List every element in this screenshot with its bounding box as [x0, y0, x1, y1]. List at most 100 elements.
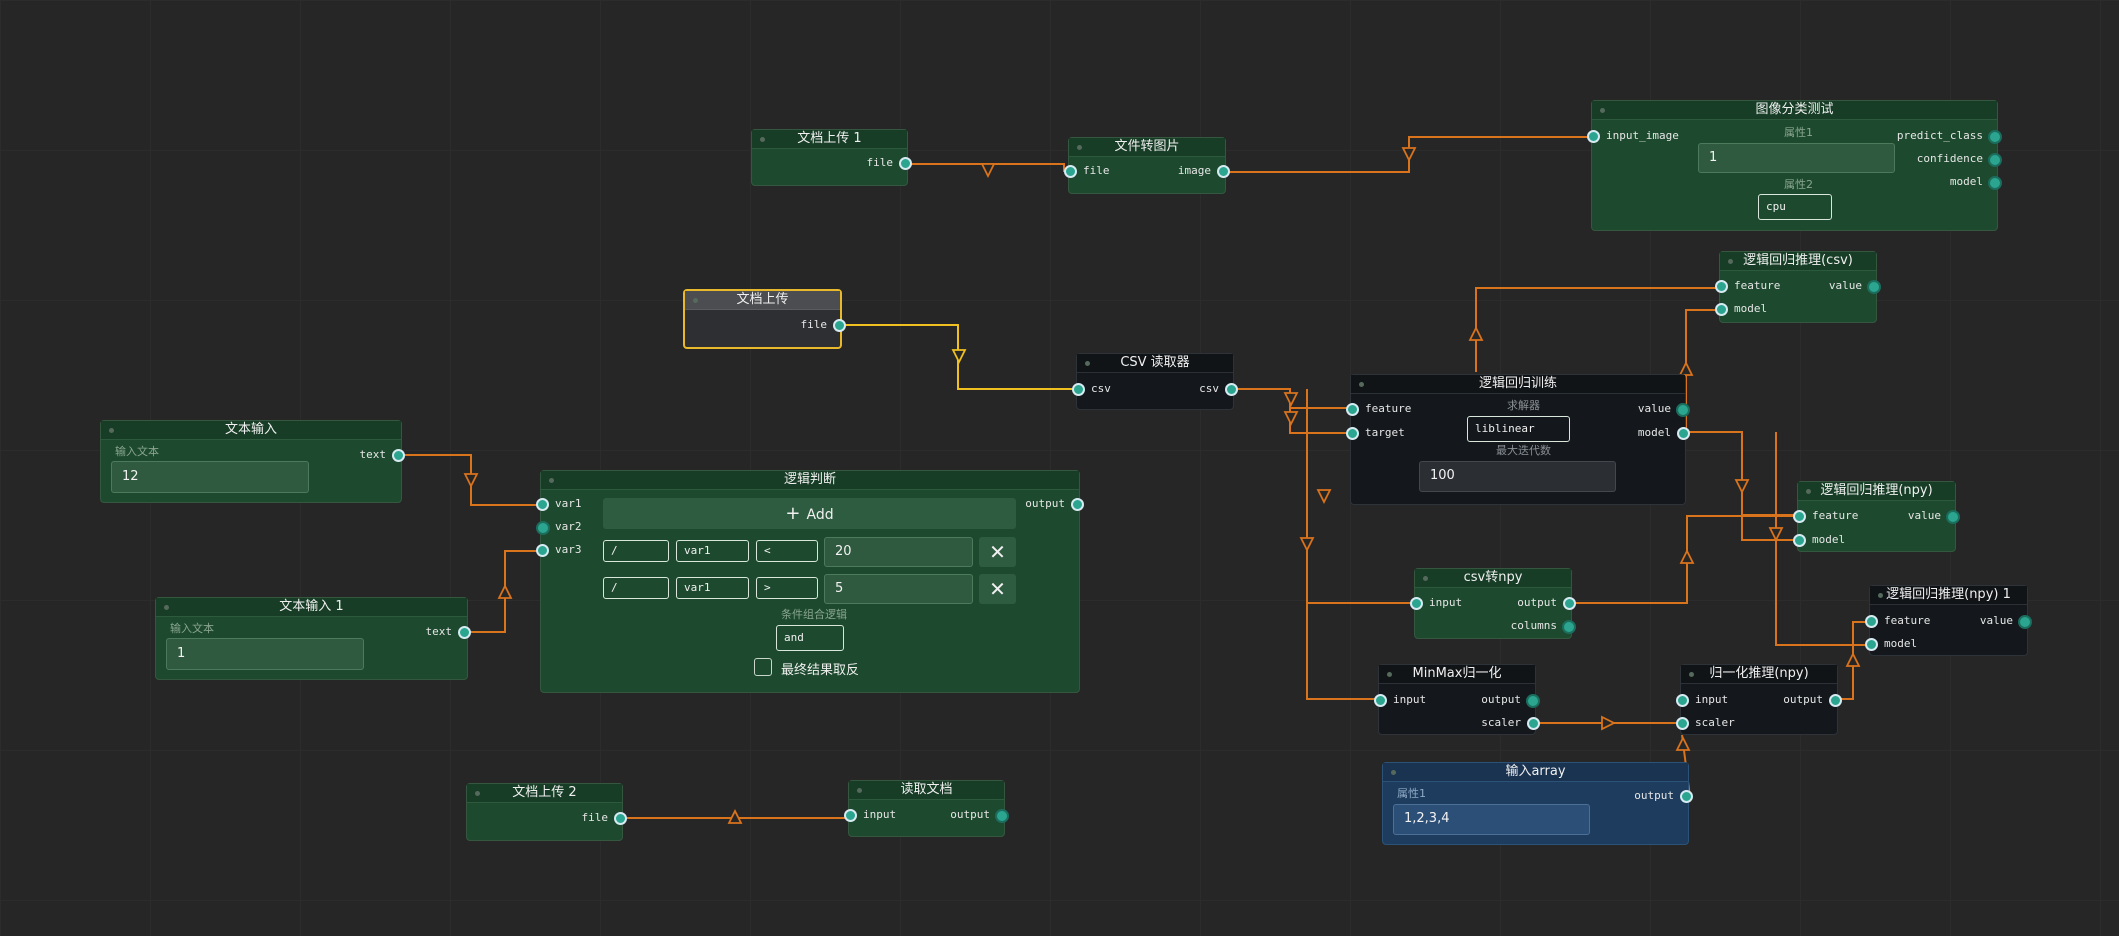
condition-prefix-select[interactable]: /: [603, 540, 669, 562]
port-connector[interactable]: [1829, 694, 1842, 707]
port-connector[interactable]: [1946, 510, 1960, 524]
condition-var-select[interactable]: var1: [676, 577, 749, 599]
port-connector[interactable]: [833, 319, 846, 332]
port-predict-class-out[interactable]: predict_class: [1897, 129, 2002, 144]
prop1-input[interactable]: 1: [1698, 143, 1895, 173]
port-connector[interactable]: [899, 157, 912, 170]
port-connector[interactable]: [536, 498, 549, 511]
node-logic[interactable]: 逻辑判断 var1 var2 var3 output +Add / var1 <…: [536, 470, 1084, 693]
port-feature-in[interactable]: feature: [1865, 614, 1930, 628]
port-text-out[interactable]: text: [360, 448, 405, 462]
port-connector[interactable]: [1865, 615, 1878, 628]
port-connector[interactable]: [844, 809, 857, 822]
node-title[interactable]: 文档上传 1: [752, 130, 907, 149]
node-title[interactable]: 读取文档: [849, 781, 1004, 800]
port-connector[interactable]: [1587, 130, 1600, 143]
node-csv-reader[interactable]: CSV 读取器 csv csv: [1072, 353, 1238, 410]
node-read-doc[interactable]: 读取文档 input output: [844, 780, 1009, 837]
port-columns-out[interactable]: columns: [1511, 619, 1576, 634]
node-title[interactable]: csv转npy: [1415, 569, 1571, 588]
node-file-to-image[interactable]: 文件转图片 file image: [1064, 137, 1230, 194]
port-var3-in[interactable]: var3: [536, 543, 582, 557]
port-var2-in[interactable]: var2: [536, 520, 582, 535]
port-value-out[interactable]: value: [1980, 614, 2032, 629]
port-model-out[interactable]: model: [1638, 426, 1690, 440]
port-connector[interactable]: [1988, 130, 2002, 144]
combine-select[interactable]: and: [776, 625, 844, 651]
node-title[interactable]: MinMax归一化: [1379, 665, 1535, 684]
node-title[interactable]: 文本输入 1: [156, 598, 467, 617]
port-scaler-in[interactable]: scaler: [1676, 716, 1735, 730]
node-title[interactable]: 逻辑回归推理(npy): [1798, 482, 1955, 501]
port-connector[interactable]: [536, 544, 549, 557]
port-connector[interactable]: [1867, 280, 1881, 294]
port-input-in[interactable]: input: [844, 808, 896, 822]
node-title[interactable]: 图像分类测试: [1592, 101, 1997, 120]
port-csv-in[interactable]: csv: [1072, 382, 1111, 396]
port-feature-in[interactable]: feature: [1793, 509, 1858, 523]
node-title[interactable]: 文档上传: [685, 291, 840, 310]
node-norm-infer[interactable]: 归一化推理(npy) input scaler output: [1676, 664, 1842, 735]
port-confidence-out[interactable]: confidence: [1917, 152, 2002, 167]
port-connector[interactable]: [1988, 153, 2002, 167]
port-connector[interactable]: [1562, 620, 1576, 634]
port-connector[interactable]: [1865, 638, 1878, 651]
port-connector[interactable]: [614, 812, 627, 825]
node-title[interactable]: 文件转图片: [1069, 138, 1225, 157]
port-target-in[interactable]: target: [1346, 426, 1405, 440]
port-input-in[interactable]: input: [1676, 693, 1728, 707]
port-connector[interactable]: [1410, 597, 1423, 610]
node-lr-train[interactable]: 逻辑回归训练 feature target 求解器 liblinear 最大迭代…: [1346, 374, 1690, 505]
node-title[interactable]: 逻辑回归推理(csv): [1720, 252, 1876, 271]
port-connector[interactable]: [1676, 694, 1689, 707]
node-minmax[interactable]: MinMax归一化 input output scaler: [1374, 664, 1540, 735]
solver-select[interactable]: liblinear: [1467, 416, 1570, 442]
maxiter-input[interactable]: 100: [1419, 461, 1616, 492]
node-title[interactable]: 逻辑判断: [541, 471, 1079, 490]
node-lr-infer-csv[interactable]: 逻辑回归推理(csv) feature model value: [1715, 251, 1881, 323]
port-connector[interactable]: [995, 809, 1009, 823]
text-input-field[interactable]: 1: [166, 638, 364, 670]
node-text-input[interactable]: 文本输入 输入文本 12 text: [100, 420, 405, 503]
port-output-out[interactable]: output: [1517, 596, 1576, 610]
condition-var-select[interactable]: var1: [676, 540, 749, 562]
array-input-field[interactable]: 1,2,3,4: [1393, 804, 1590, 835]
node-title[interactable]: 逻辑回归推理(npy) 1: [1870, 586, 2027, 605]
port-model-in[interactable]: model: [1793, 533, 1845, 547]
port-input-in[interactable]: input: [1410, 596, 1462, 610]
port-connector[interactable]: [1676, 403, 1690, 417]
add-condition-button[interactable]: +Add: [603, 498, 1016, 529]
port-connector[interactable]: [1346, 427, 1359, 440]
port-connector[interactable]: [1217, 165, 1230, 178]
port-output-out[interactable]: output: [950, 808, 1009, 823]
port-output-out[interactable]: output: [1634, 789, 1693, 803]
port-connector[interactable]: [392, 449, 405, 462]
node-title[interactable]: 逻辑回归训练: [1351, 375, 1685, 394]
port-csv-out[interactable]: csv: [1199, 382, 1238, 396]
port-feature-in[interactable]: feature: [1346, 402, 1411, 416]
node-doc-upload-2[interactable]: 文档上传 2 file: [466, 783, 627, 841]
remove-condition-button[interactable]: ✕: [979, 537, 1016, 567]
port-connector[interactable]: [1526, 694, 1540, 708]
condition-op-select[interactable]: <: [756, 540, 818, 562]
port-output-out[interactable]: output: [1025, 497, 1084, 511]
condition-value-input[interactable]: 20: [824, 537, 973, 567]
port-connector[interactable]: [536, 521, 550, 535]
node-title[interactable]: 文本输入: [101, 421, 401, 440]
port-value-out[interactable]: value: [1829, 279, 1881, 294]
port-connector[interactable]: [1677, 427, 1690, 440]
port-scaler-out[interactable]: scaler: [1481, 716, 1540, 730]
port-connector[interactable]: [2018, 615, 2032, 629]
node-input-array[interactable]: 输入array 属性1 1,2,3,4 output: [1382, 762, 1693, 845]
port-var1-in[interactable]: var1: [536, 497, 582, 511]
node-text-input-1[interactable]: 文本输入 1 输入文本 1 text: [155, 597, 471, 680]
port-connector[interactable]: [458, 626, 471, 639]
node-csv-to-npy[interactable]: csv转npy input output columns: [1410, 568, 1576, 639]
port-connector[interactable]: [1072, 383, 1085, 396]
node-lr-infer-npy[interactable]: 逻辑回归推理(npy) feature model value: [1793, 481, 1960, 552]
port-file-out[interactable]: file: [582, 811, 627, 825]
port-connector[interactable]: [1793, 510, 1806, 523]
port-connector[interactable]: [1346, 403, 1359, 416]
port-file-out[interactable]: file: [867, 156, 912, 170]
port-value-out[interactable]: value: [1908, 509, 1960, 524]
